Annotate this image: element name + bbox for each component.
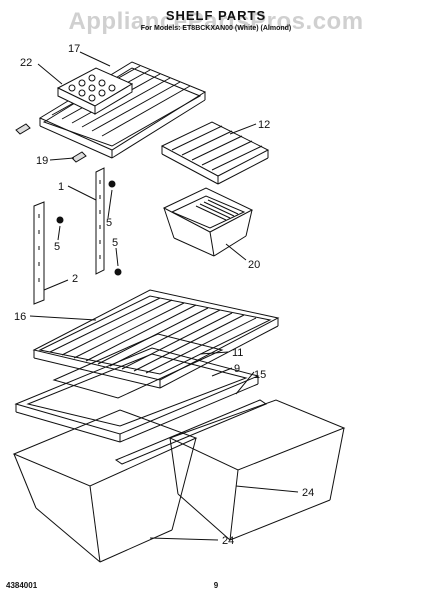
leader-lines xyxy=(29,51,299,541)
part-19-end-caps xyxy=(15,123,87,163)
part-12-small-shelf xyxy=(160,121,270,185)
callout-17: 17 xyxy=(68,43,80,55)
callout-24-right: 24 xyxy=(302,487,314,499)
callout-labels: 17 22 12 19 1 5 5 5 2 20 16 11 9 15 24 2… xyxy=(14,43,314,547)
callout-5-lower: 5 xyxy=(112,237,118,249)
part-11-glass-shelf xyxy=(52,333,224,399)
part-1-shelf-rail xyxy=(95,167,105,275)
part-2-shelf-rail xyxy=(33,201,45,305)
callout-24-bottom: 24 xyxy=(222,535,234,547)
callout-22: 22 xyxy=(20,57,32,69)
callout-16: 16 xyxy=(14,311,26,323)
callout-5-upper: 5 xyxy=(106,217,112,229)
part-5-screws xyxy=(56,180,122,276)
part-15-front-trim xyxy=(114,399,268,465)
callout-9: 9 xyxy=(234,363,240,375)
part-22-egg-tray xyxy=(56,67,134,115)
page-title: SHELF PARTS xyxy=(165,8,267,23)
part-20-drawer xyxy=(162,187,254,257)
callout-1: 1 xyxy=(58,181,64,193)
callout-2: 2 xyxy=(72,273,78,285)
part-16-wire-shelf xyxy=(32,289,280,389)
callout-5-left: 5 xyxy=(54,241,60,253)
model-list: For Models: ET8BCKXAN00 (White) (Almond) xyxy=(140,25,292,32)
page-number: 9 xyxy=(213,581,219,590)
callout-20: 20 xyxy=(248,259,260,271)
watermark: AppliancePartsPros.com xyxy=(68,8,364,35)
callout-11: 11 xyxy=(232,347,243,359)
part-24-crisper-drawers xyxy=(12,399,346,563)
part-17-wire-shelf xyxy=(38,61,207,159)
callout-15: 15 xyxy=(254,369,266,381)
document-number: 4384001 xyxy=(6,581,38,590)
callout-19: 19 xyxy=(36,155,48,167)
callout-12: 12 xyxy=(258,119,270,131)
